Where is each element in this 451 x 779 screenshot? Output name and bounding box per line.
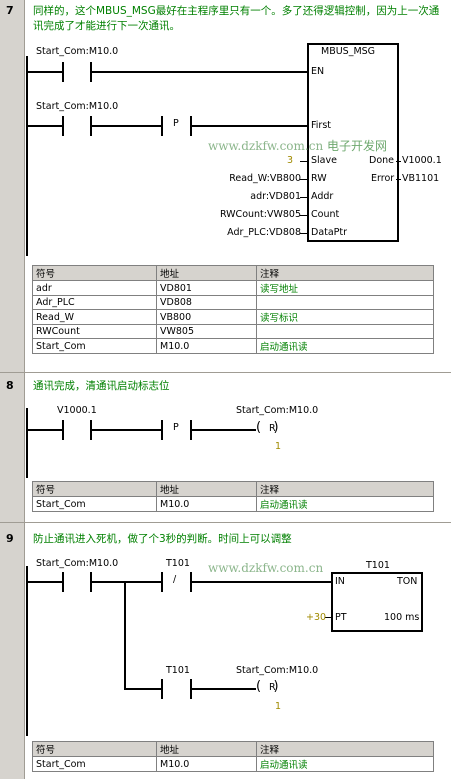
coil-count[interactable]: 1 [275, 441, 282, 452]
coil-label: Start_Com:M10.0 [236, 405, 319, 416]
wire [300, 197, 308, 198]
pin-done: Done [369, 155, 394, 166]
operand-done[interactable]: V1000.1 [402, 155, 442, 166]
coil-label: Start_Com:M10.0 [236, 665, 319, 676]
wire [300, 215, 308, 216]
operand-slave[interactable]: 3 [286, 155, 293, 166]
wire [396, 179, 401, 180]
wire [396, 161, 401, 162]
p-contact[interactable] [161, 420, 163, 440]
contact-label: V1000.1 [57, 405, 97, 416]
wire [124, 688, 163, 690]
network-7-comment[interactable]: 同样的，这个MBUS_MSG最好在主程序里只有一个。多了还得逻辑控制，因为上一次… [33, 5, 440, 32]
wire [300, 161, 308, 162]
timer-name: T101 [366, 560, 390, 571]
operand-pt[interactable]: +30 [306, 612, 327, 623]
mbus-msg-block[interactable] [307, 43, 399, 242]
network-9-number[interactable]: 9 [6, 532, 14, 545]
pin-count: Count [311, 209, 340, 220]
contact-nc[interactable] [161, 572, 163, 592]
watermark-site: www.dzkfw.com.cn [208, 561, 324, 575]
operand-count[interactable]: RWCount:VW805 [219, 209, 301, 220]
p-label: P [173, 422, 179, 433]
wire [90, 429, 163, 431]
nc-marker: / [173, 574, 177, 585]
wire [28, 125, 64, 127]
pin-type: TON [397, 576, 418, 587]
contact-label: Start_Com:M10.0 [36, 558, 119, 569]
wire [325, 617, 332, 618]
coil-type: R [269, 423, 276, 434]
network-7-number[interactable]: 7 [6, 4, 14, 17]
pin-error: Error [371, 173, 395, 184]
timer-resolution: 100 ms [384, 612, 420, 623]
coil-type: R [269, 682, 276, 693]
p-contact[interactable] [161, 116, 163, 136]
network-divider [0, 522, 451, 523]
watermark-site: www.dzkfw.com.cn 电子开发网 [208, 139, 388, 153]
pin-addr: Addr [311, 191, 334, 202]
contact-label: Start_Com:M10.0 [36, 46, 119, 57]
power-rail [26, 566, 28, 736]
wire [190, 581, 332, 583]
pin-dataptr: DataPtr [311, 227, 348, 238]
pin-en: EN [311, 66, 325, 77]
power-rail [26, 56, 28, 256]
network-8-comment[interactable]: 通讯完成，清通讯启动标志位 [33, 380, 170, 392]
coil-reset[interactable]: ( ) [256, 679, 279, 694]
contact-no[interactable] [62, 62, 64, 82]
wire [90, 71, 308, 73]
wire [28, 429, 64, 431]
wire [300, 233, 308, 234]
operand-addr[interactable]: adr:VD801 [250, 191, 301, 202]
wire [190, 125, 308, 127]
wire [28, 71, 64, 73]
network-divider [0, 372, 451, 373]
contact-label: T101 [166, 665, 190, 676]
network-9-comment[interactable]: 防止通讯进入死机，做了个3秒的判断。时间上可以调整 [33, 533, 292, 545]
contact-no[interactable] [161, 679, 163, 699]
ton-timer-block[interactable] [331, 572, 423, 632]
pin-in: IN [335, 576, 345, 587]
block-title: MBUS_MSG [321, 46, 376, 57]
coil-count[interactable]: 1 [275, 701, 282, 712]
operand-error[interactable]: VB1101 [402, 173, 440, 184]
wire [190, 688, 256, 690]
network-8-number[interactable]: 8 [6, 379, 14, 392]
p-label: P [173, 118, 179, 129]
operand-dataptr[interactable]: Adr_PLC:VD808 [227, 227, 301, 238]
contact-label: T101 [166, 558, 190, 569]
wire [28, 581, 64, 583]
network-gutter [0, 0, 25, 779]
power-rail [26, 408, 28, 478]
wire [124, 581, 126, 690]
wire [90, 125, 163, 127]
coil-reset[interactable]: ( ) [256, 420, 279, 435]
pin-slave: Slave [311, 155, 337, 166]
wire [90, 581, 163, 583]
contact-no[interactable] [62, 572, 64, 592]
pin-rw: RW [311, 173, 327, 184]
wire [190, 429, 256, 431]
operand-rw[interactable]: Read_W:VB800 [229, 173, 301, 184]
contact-no[interactable] [62, 116, 64, 136]
wire [300, 179, 308, 180]
contact-label: Start_Com:M10.0 [36, 101, 119, 112]
pin-first: First [311, 120, 331, 131]
pin-pt: PT [335, 612, 347, 623]
contact-no[interactable] [62, 420, 64, 440]
